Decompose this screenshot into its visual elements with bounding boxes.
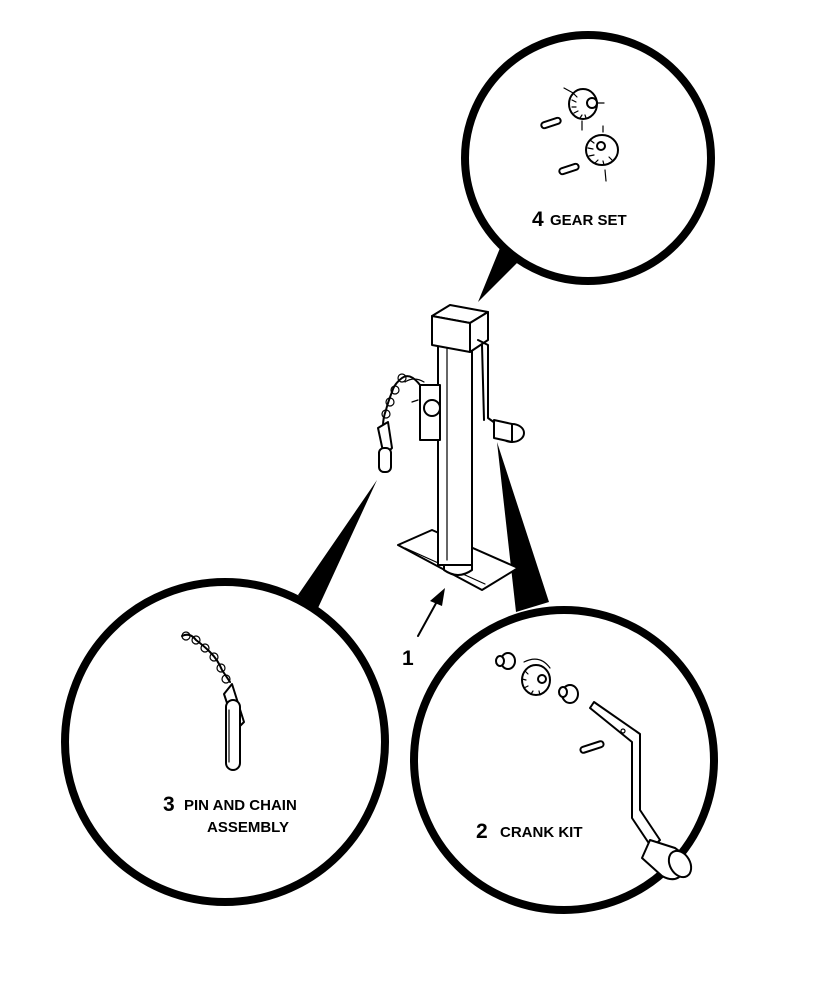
pin-chain-label-line2: ASSEMBLY: [207, 819, 289, 836]
gear-set-item-number: 4: [532, 208, 544, 231]
pin-chain-callout-pointer: [298, 480, 377, 608]
bevel-gear-upper-icon: [540, 87, 605, 131]
crank-kit-item-number: 2: [476, 820, 488, 843]
crank-kit-detail-circle: 2 CRANK KIT: [410, 606, 718, 914]
bevel-gear-lower-icon: [558, 125, 619, 182]
pin-chain-item-number: 3: [163, 793, 175, 816]
jack-leader-arrowhead: [430, 588, 445, 606]
jack-item-number: 1: [402, 647, 414, 670]
pin-and-chain-icon: [181, 631, 245, 771]
crank-handle-icon: [589, 701, 693, 881]
gear-set-detail-circle: 4 GEAR SET: [461, 31, 715, 285]
crank-bushing-icon: [495, 652, 516, 670]
pin-chain-label-line1: PIN AND CHAIN: [184, 797, 297, 814]
crank-kit-label: CRANK KIT: [500, 824, 583, 841]
gear-set-label: GEAR SET: [550, 212, 627, 229]
trailer-jack-illustration: [397, 304, 525, 591]
crank-washer-icon: [558, 684, 579, 704]
pin-chain-detail-circle: 3 PIN AND CHAIN ASSEMBLY: [61, 578, 389, 906]
crank-gear-icon: [521, 658, 551, 696]
gear-set-callout-pointer: [478, 248, 520, 302]
crank-roll-pin-icon: [579, 740, 605, 754]
jack-pin-and-chain: [377, 373, 425, 473]
crank-kit-callout-pointer: [497, 442, 549, 612]
